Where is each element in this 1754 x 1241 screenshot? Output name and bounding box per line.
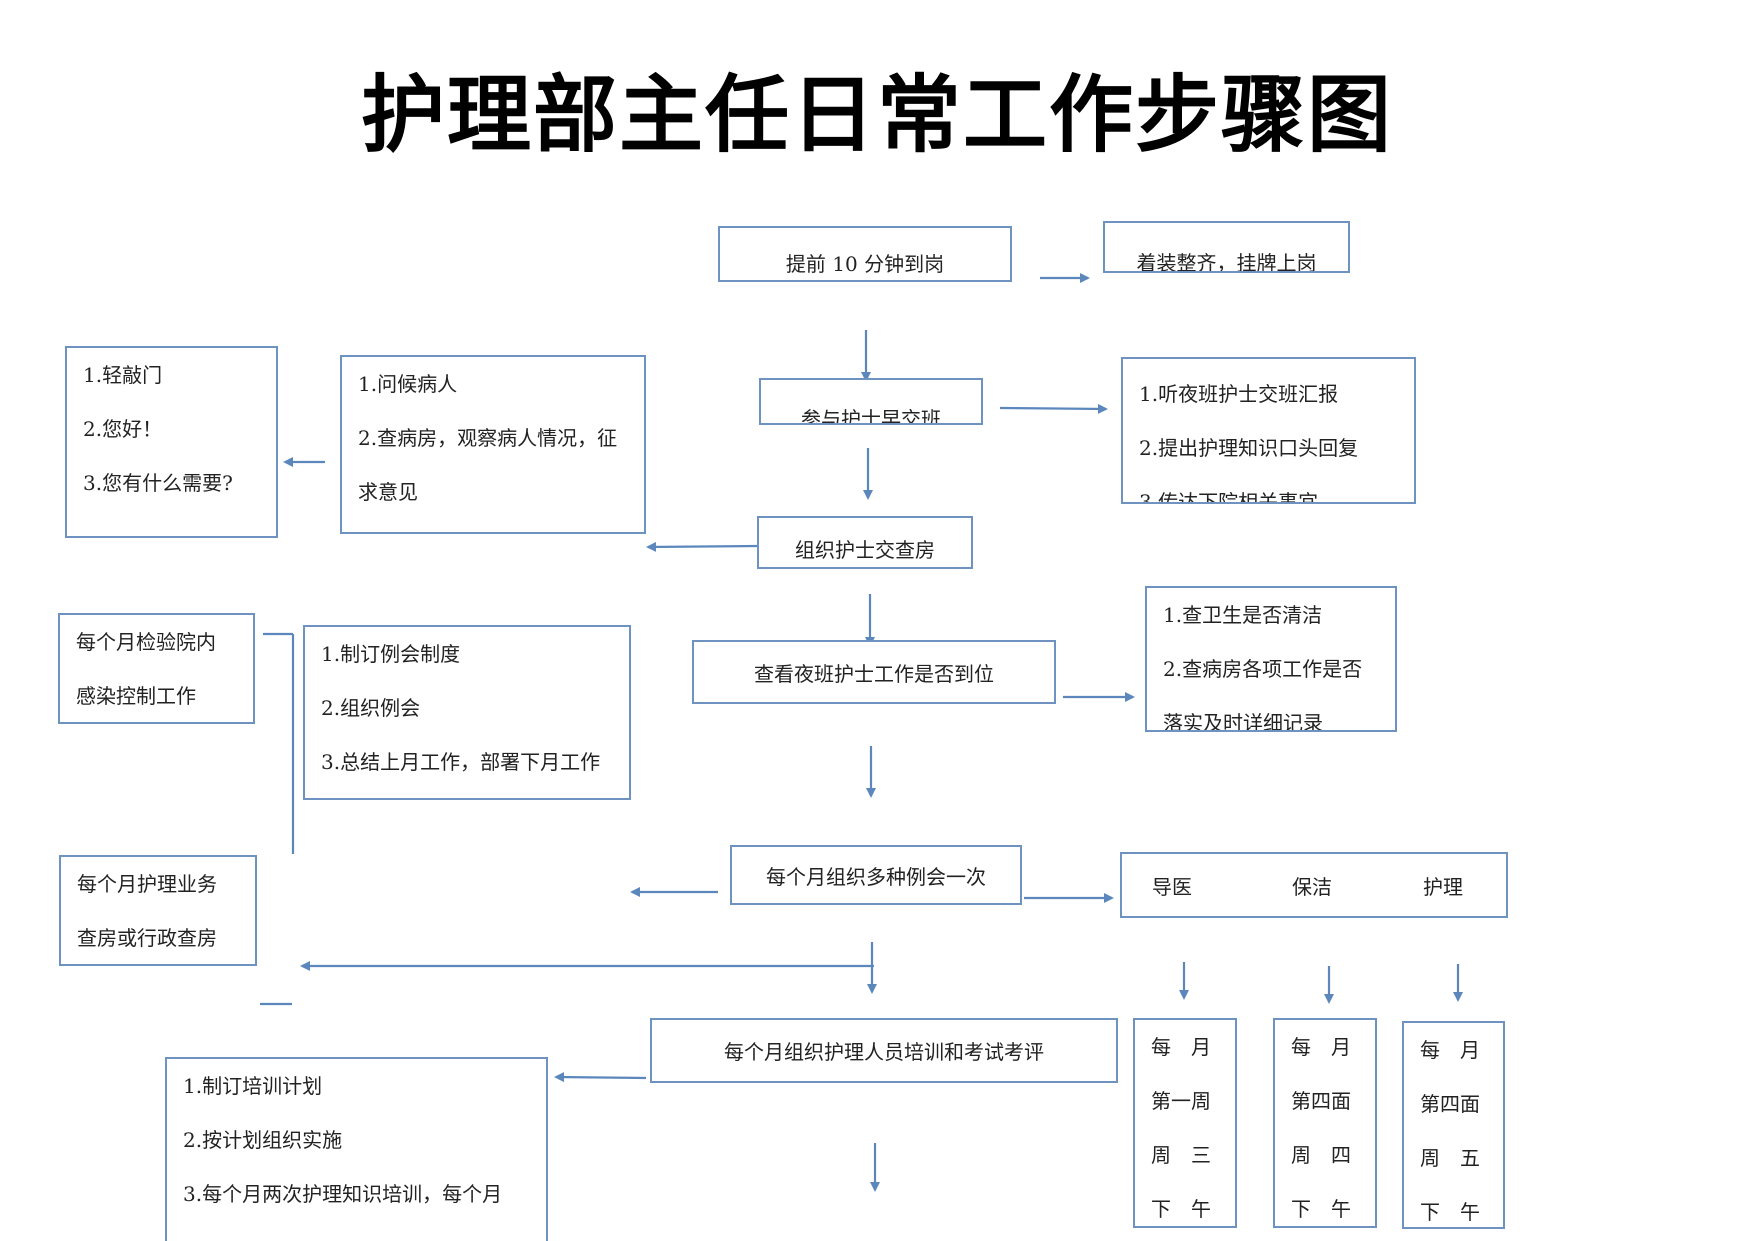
ward-items-box: 1.问候病人 2.查病房，观察病人情况，征 求意见 (340, 355, 646, 534)
training-box: 每个月组织护理人员培训和考试考评 (650, 1018, 1118, 1083)
page-title: 护理部主任日常工作步骤图 (360, 66, 1393, 164)
schedule-1-line-1: 每 月 (1151, 1035, 1211, 1059)
training-item-1: 1.制订培训计划 (183, 1074, 323, 1098)
business-round-line-2: 查房或行政查房 (77, 926, 217, 950)
dress-box: 着装整齐，挂牌上岗 (1103, 221, 1350, 273)
night-check-box: 查看夜班护士工作是否到位 (692, 640, 1056, 704)
ward-item-1: 1.问候病人 (358, 372, 458, 396)
schedule-1-line-4: 下 午 (1151, 1197, 1211, 1221)
arrive-text: 提前 10 分钟到岗 (785, 252, 945, 276)
training-item-2: 2.按计划组织实施 (183, 1128, 343, 1152)
night-items-box: 1.查卫生是否清洁 2.查病房各项工作是否 落实及时详细记录 (1145, 586, 1397, 732)
schedule-3-line-2: 第四面 (1420, 1092, 1480, 1116)
schedule-2-line-2: 第四面 (1291, 1089, 1351, 1113)
greet-item-1: 1.轻敲门 (83, 363, 163, 387)
schedule-2-line-3: 周 四 (1291, 1143, 1351, 1167)
meeting-items-box: 1.制订例会制度 2.组织例会 3.总结上月工作，部署下月工作 (303, 625, 631, 800)
arrow-training-to-items (554, 1072, 647, 1083)
handover-items-box: 1.听夜班护士交班汇报 2.提出护理知识口头回复 3.传达下院相关事宜 (1121, 357, 1416, 504)
arrow-round-to-ward-items (646, 541, 759, 552)
monthly-meeting-box: 每个月组织多种例会一次 (730, 845, 1022, 905)
infection-box: 每个月检验院内 感染控制工作 (58, 613, 255, 724)
schedule-1-line-3: 周 三 (1151, 1143, 1211, 1167)
handover-text: 参与护士早交班 (801, 407, 941, 425)
infection-line-1: 每个月检验院内 (76, 630, 216, 654)
dress-text: 着装整齐，挂牌上岗 (1136, 251, 1317, 273)
schedule-box-3: 每 月 第四面 周 五 下 午 (1402, 1021, 1505, 1229)
handover-item-1: 1.听夜班护士交班汇报 (1139, 382, 1339, 406)
night-check-text: 查看夜班护士工作是否到位 (754, 662, 994, 686)
roles-box: 导医 保洁 护理 (1120, 852, 1508, 918)
handover-item-3: 3.传达下院相关事宜 (1139, 490, 1319, 504)
schedule-2-line-1: 每 月 (1291, 1035, 1351, 1059)
handover-box: 参与护士早交班 (759, 378, 983, 425)
schedule-3-line-1: 每 月 (1420, 1038, 1480, 1062)
meeting-item-3: 3.总结上月工作，部署下月工作 (321, 750, 601, 774)
role-nursing: 护理 (1423, 875, 1463, 899)
handover-item-2: 2.提出护理知识口头回复 (1139, 436, 1359, 460)
training-item-3: 3.每个月两次护理知识培训，每个月 (183, 1182, 503, 1206)
schedule-2-line-4: 下 午 (1291, 1197, 1351, 1221)
ward-round-text: 组织护士交查房 (795, 538, 935, 562)
schedule-box-2: 每 月 第四面 周 四 下 午 (1273, 1018, 1377, 1228)
ward-item-2: 2.查病房，观察病人情况，征 (358, 426, 618, 450)
schedule-3-line-4: 下 午 (1420, 1200, 1480, 1224)
schedule-box-1: 每 月 第一周 周 三 下 午 (1133, 1018, 1237, 1228)
role-guide: 导医 (1152, 875, 1192, 899)
night-item-2: 2.查病房各项工作是否 (1163, 657, 1363, 681)
meeting-item-2: 2.组织例会 (321, 696, 421, 720)
training-text: 每个月组织护理人员培训和考试考评 (724, 1040, 1044, 1064)
arrow-handover-to-items (999, 403, 1108, 414)
schedule-1-line-2: 第一周 (1151, 1089, 1211, 1113)
business-round-box: 每个月护理业务 查房或行政查房 (59, 855, 257, 966)
greet-item-2: 2.您好！ (83, 417, 163, 441)
greet-items-box: 1.轻敲门 2.您好！ 3.您有什么需要? (65, 346, 278, 538)
role-cleaning: 保洁 (1292, 875, 1332, 899)
night-item-3: 落实及时详细记录 (1163, 711, 1323, 732)
training-items-box: 1.制订培训计划 2.按计划组织实施 3.每个月两次护理知识培训，每个月 (165, 1057, 548, 1241)
infection-line-2: 感染控制工作 (76, 684, 196, 708)
schedule-3-line-3: 周 五 (1420, 1146, 1480, 1170)
greet-item-3: 3.您有什么需要? (83, 471, 233, 495)
ward-item-3: 求意见 (358, 480, 418, 504)
ward-round-box: 组织护士交查房 (757, 516, 973, 569)
arrive-box: 提前 10 分钟到岗 (718, 226, 1012, 282)
night-item-1: 1.查卫生是否清洁 (1163, 603, 1323, 627)
meeting-item-1: 1.制订例会制度 (321, 642, 461, 666)
monthly-meeting-text: 每个月组织多种例会一次 (766, 865, 986, 889)
business-round-line-1: 每个月护理业务 (77, 872, 217, 896)
